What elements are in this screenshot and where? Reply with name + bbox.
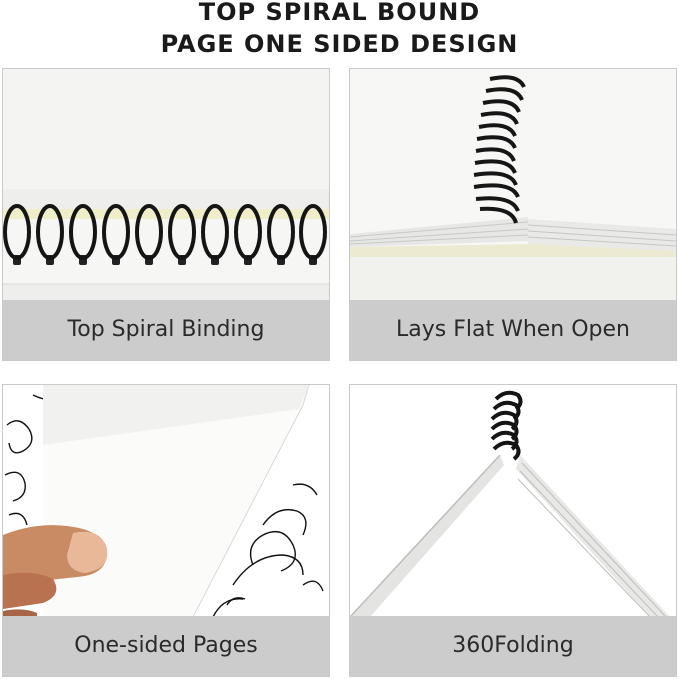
title-line-2: PAGE ONE SIDED DESIGN — [160, 30, 519, 58]
caption-one-sided: One-sided Pages — [3, 616, 329, 676]
feature-panel-top-spiral: Top Spiral Binding — [2, 68, 330, 361]
title-line-1: TOP SPIRAL BOUND — [198, 0, 481, 26]
caption-top-spiral: Top Spiral Binding — [3, 300, 329, 360]
folding-photo — [350, 385, 676, 617]
caption-360-folding: 360Folding — [350, 616, 676, 676]
feature-panel-lays-flat: Lays Flat When Open — [349, 68, 677, 361]
feature-panel-360-folding: 360Folding — [349, 384, 677, 677]
one-sided-photo — [3, 385, 329, 617]
feature-panel-one-sided: One-sided Pages — [2, 384, 330, 677]
top-spiral-photo — [3, 69, 329, 301]
lays-flat-photo — [350, 69, 676, 301]
caption-lays-flat: Lays Flat When Open — [350, 300, 676, 360]
